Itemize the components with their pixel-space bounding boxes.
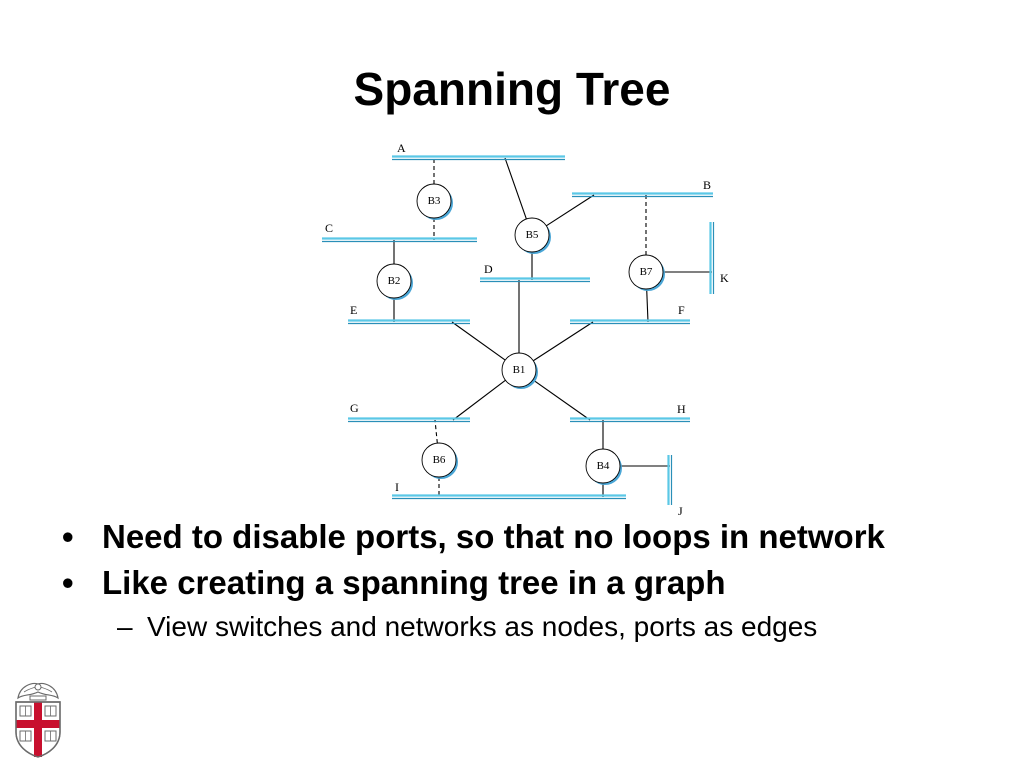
network-g [348, 417, 470, 423]
network-label-a: A [397, 141, 406, 155]
network-h [570, 417, 690, 423]
sub-bullet-item: – View switches and networks as nodes, p… [102, 610, 887, 643]
bullet-marker: • [62, 518, 74, 555]
link-b5-b [545, 194, 595, 227]
network-label-h: H [677, 402, 686, 416]
network-i [392, 494, 626, 500]
bullet-marker: • [62, 564, 74, 601]
network-c [322, 237, 477, 243]
network-k [709, 222, 715, 294]
sub-bullet-text: View switches and networks as nodes, por… [147, 611, 818, 642]
bridge-b4: B4 [585, 448, 622, 485]
bridge-b5: B5 [514, 217, 551, 254]
network-label-g: G [350, 401, 359, 415]
link-b1-h [532, 379, 591, 421]
network-e [348, 319, 470, 325]
slide-title: Spanning Tree [353, 63, 671, 115]
bridge-b2: B2 [376, 263, 413, 300]
network-label-d: D [484, 262, 493, 276]
university-crest-icon [15, 682, 61, 758]
link-b6-g-disabled [434, 419, 438, 444]
link-b1-f [532, 321, 594, 362]
bridge-b7: B7 [628, 254, 665, 291]
network-label-e: E [350, 303, 357, 317]
bridge-label-b1: B1 [513, 364, 526, 376]
bridge-b3: B3 [416, 183, 453, 220]
bridge-b6: B6 [421, 442, 458, 479]
bullet-text: Like creating a spanning tree in a graph [102, 564, 726, 601]
sub-bullet-marker: – [117, 611, 133, 642]
link-b1-e [451, 321, 506, 361]
bridge-label-b5: B5 [526, 229, 539, 241]
bridge-label-b7: B7 [640, 266, 653, 278]
bullet-text: Need to disable ports, so that no loops … [102, 518, 885, 555]
link-b5-a [504, 157, 527, 220]
link-b1-g [452, 379, 506, 421]
network-d [480, 277, 590, 283]
link-b7-f [646, 288, 649, 323]
network-b [572, 192, 713, 198]
bridge-label-b3: B3 [428, 195, 441, 207]
bridge-label-b6: B6 [433, 454, 446, 466]
network-label-b: B [703, 178, 711, 192]
network-a [392, 155, 565, 161]
network-label-i: I [395, 480, 399, 494]
bullet-list: • Need to disable ports, so that no loop… [58, 518, 958, 643]
bridge-b1: B1 [501, 352, 538, 389]
network-label-j: J [678, 504, 683, 518]
bullet-item: • Need to disable ports, so that no loop… [58, 518, 958, 556]
network-label-c: C [325, 221, 333, 235]
network-j [667, 455, 673, 505]
network-label-k: K [720, 271, 729, 285]
bullet-item: • Like creating a spanning tree in a gra… [58, 564, 958, 602]
network-f [570, 319, 690, 325]
bridge-label-b4: B4 [597, 460, 610, 472]
network-label-f: F [678, 303, 685, 317]
bridge-label-b2: B2 [388, 275, 401, 287]
